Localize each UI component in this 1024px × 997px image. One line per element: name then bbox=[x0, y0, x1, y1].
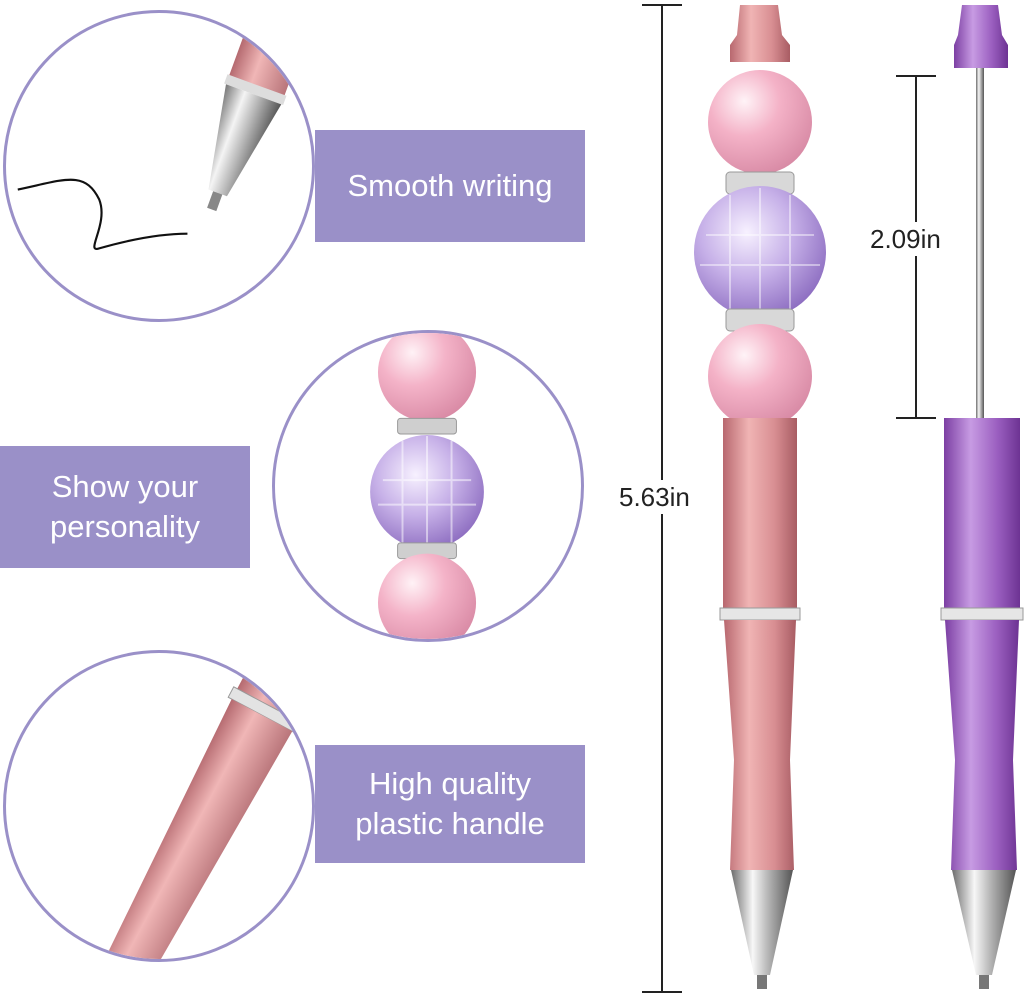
feature-label-smooth-writing: Smooth writing bbox=[315, 130, 585, 242]
handle-detail-circle bbox=[3, 650, 315, 962]
feature-label-personality: Show your personality bbox=[0, 446, 250, 568]
tip-detail-circle bbox=[3, 10, 315, 322]
feature-label-handle: High quality plastic handle bbox=[315, 745, 585, 863]
feature-text: High quality bbox=[369, 766, 531, 802]
feature-text: Show your bbox=[51, 469, 199, 505]
pink-beaded-pen bbox=[694, 5, 826, 989]
handle-closeup bbox=[81, 653, 312, 959]
rod-length-label: 2.09in bbox=[868, 222, 943, 256]
feature-text: Smooth writing bbox=[347, 168, 553, 204]
beads-closeup bbox=[370, 333, 484, 639]
beads-detail-circle bbox=[272, 330, 584, 642]
feature-text: personality bbox=[50, 509, 200, 544]
total-length-label: 5.63in bbox=[617, 480, 692, 514]
feature-text: plastic handle bbox=[355, 806, 545, 841]
purple-pen bbox=[940, 5, 1024, 989]
pen-tip-closeup bbox=[17, 13, 311, 250]
